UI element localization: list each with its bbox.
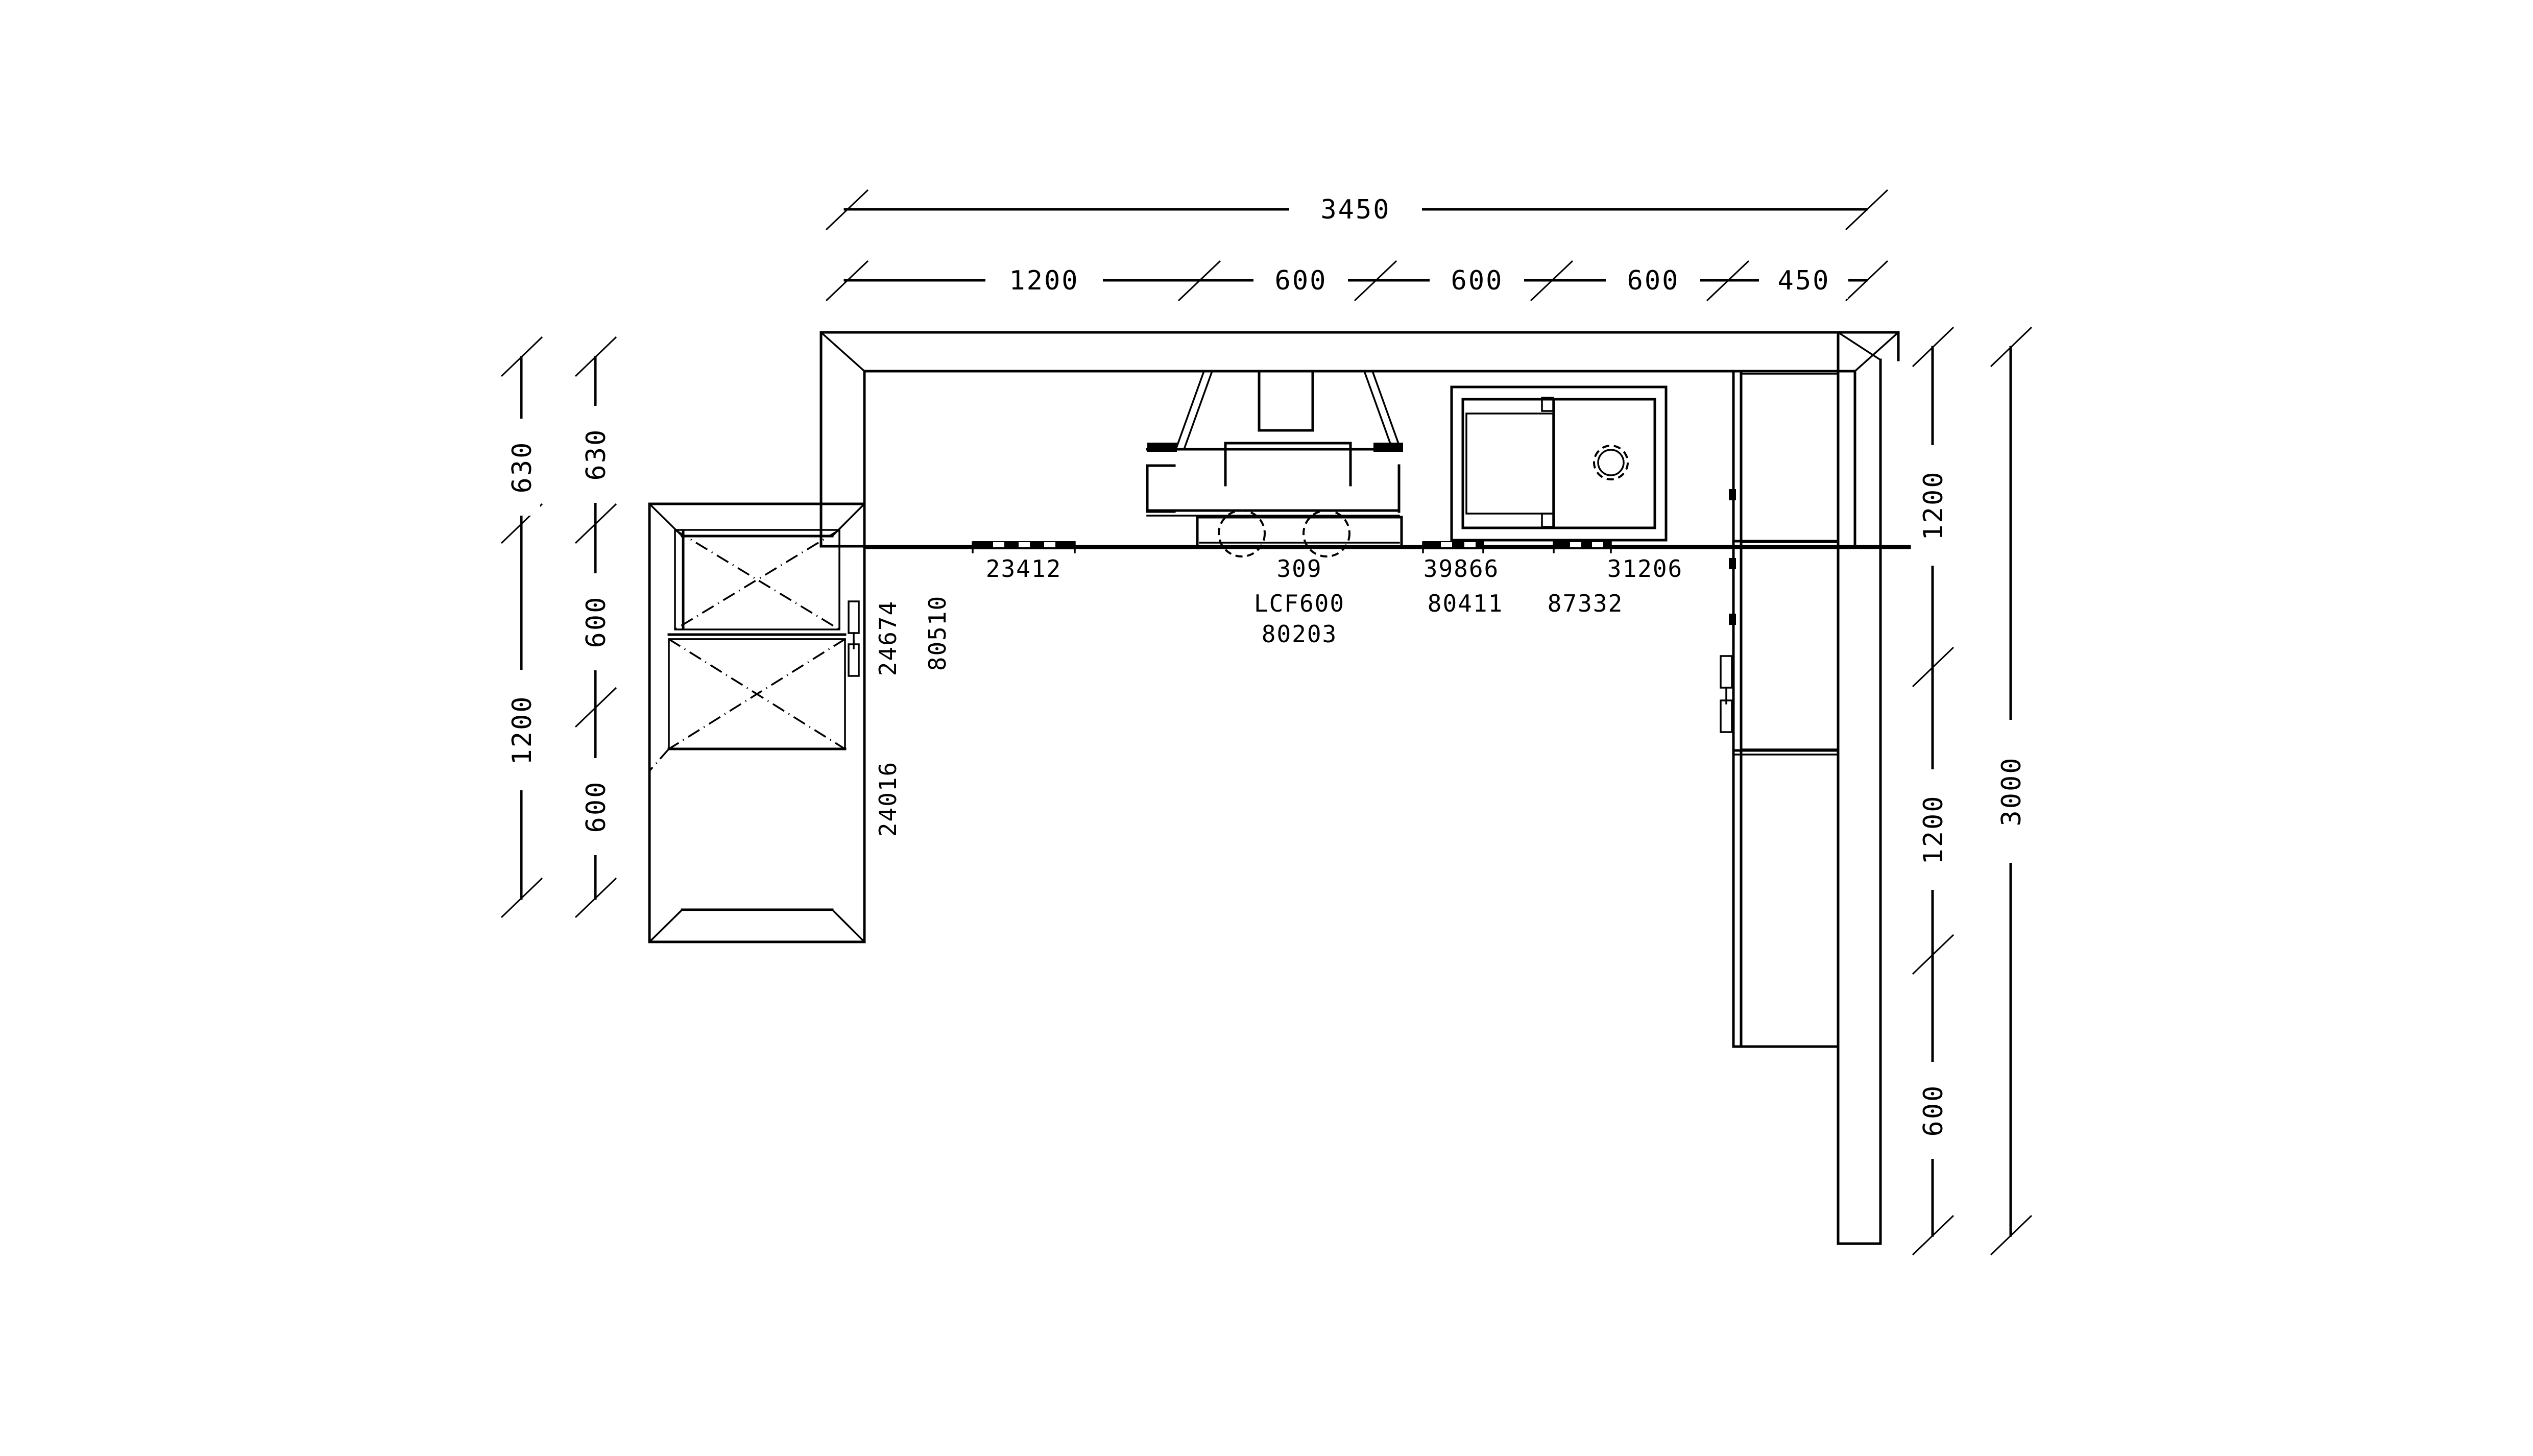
cabinet-right-hinge-upper (1729, 558, 1736, 569)
dim-right-inner-seg-3-label: 600 (1918, 1084, 1949, 1137)
dimension-top-overall: 3450 (825, 189, 1889, 231)
dim-left-outer-seg-1-label: 630 (507, 441, 538, 494)
cabinet-left-handle-upper[interactable] (848, 600, 860, 643)
cooker-hood (1146, 370, 1403, 517)
dim-top-overall-label: 3450 (1320, 195, 1390, 225)
cabinet-right-hinge-mid (1729, 614, 1736, 625)
dimension-left-outer-chain: 630 1200 (500, 336, 543, 918)
tall-cabinet-left (648, 502, 866, 943)
label-hood-part: 80203 (1262, 620, 1337, 648)
sink-tap-hole-top (1541, 397, 1554, 412)
label-tall-mid: 80510 (924, 595, 951, 671)
label-tall-lower: 24016 (874, 761, 902, 837)
dim-right-overall-label: 3000 (1996, 756, 2027, 826)
label-sink-code: 31206 (1607, 555, 1683, 583)
dimension-top-chain: 1200 600 600 600 450 (825, 260, 1889, 302)
cabinet-right-door-lower[interactable] (1740, 547, 1839, 750)
label-sink-part: 87332 (1548, 590, 1623, 617)
dim-top-seg-1-label: 1200 (1009, 265, 1079, 296)
tall-cabinet-right (1720, 331, 1882, 1245)
sink-drain-inner (1597, 449, 1625, 476)
label-tall-upper: 24674 (874, 600, 902, 676)
dimension-right-inner-chain: 1200 1200 600 (1912, 326, 1955, 1256)
sink-tap-hole-bottom (1541, 513, 1554, 528)
label-hood-code: 309 (1276, 555, 1322, 583)
label-worktop-left: 23412 (986, 555, 1062, 583)
dim-left-inner-seg-3-label: 600 (581, 781, 612, 833)
worktop (819, 541, 1911, 553)
dim-left-inner-seg-1-label: 630 (581, 428, 612, 481)
cabinet-left-handle-lower[interactable] (848, 640, 860, 677)
hood-bracket-right (1373, 443, 1403, 452)
part-labels-rotated: 24674 80510 24016 (874, 595, 951, 837)
dim-left-outer-seg-2-label: 1200 (507, 695, 538, 765)
cabinet-left-door-lower[interactable] (668, 638, 846, 750)
ceiling-soffit (819, 331, 1900, 548)
sink-drain-outer (1593, 445, 1629, 480)
label-hood-model: LCF600 (1254, 590, 1345, 617)
label-unit-mid: 39866 (1424, 555, 1499, 583)
dim-top-seg-4-label: 600 (1627, 265, 1680, 296)
back-wall (863, 370, 1911, 549)
dim-top-seg-5-label: 450 (1778, 265, 1830, 296)
cabinet-left-door-upper[interactable] (674, 529, 840, 630)
hob-burner-left (1218, 509, 1266, 557)
cabinet-right-door-upper[interactable] (1740, 373, 1839, 543)
dim-right-inner-seg-1-label: 1200 (1918, 470, 1949, 540)
dim-top-seg-2-label: 600 (1275, 265, 1328, 296)
dim-left-inner-seg-2-label: 600 (581, 596, 612, 648)
cabinet-right-handle-lower[interactable] (1720, 696, 1733, 733)
cabinet-right-handle-upper[interactable] (1720, 655, 1733, 696)
dimension-left-inner-chain: 630 600 600 (574, 336, 617, 918)
dim-right-inner-seg-2-label: 1200 (1918, 794, 1949, 864)
dimension-right-overall: 3000 (1990, 326, 2033, 1256)
label-unit-mid-part: 80411 (1428, 590, 1503, 617)
part-labels: 23412 309 LCF600 80203 39866 80411 31206… (986, 555, 1683, 648)
hob-burner-right (1302, 509, 1350, 557)
cabinet-right-hinge-top (1729, 489, 1736, 500)
dim-top-seg-3-label: 600 (1451, 265, 1504, 296)
sink (1450, 385, 1668, 542)
hob (1196, 509, 1403, 557)
